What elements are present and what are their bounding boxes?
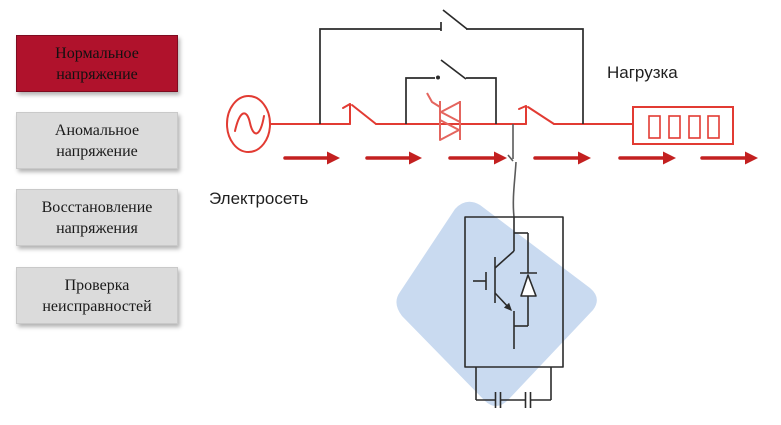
power-flow-arrows	[283, 151, 758, 165]
flow-arrow-icon	[533, 151, 591, 165]
stage-button-label-line1: Аномальное	[54, 121, 140, 139]
bypass-switch-top	[440, 9, 468, 31]
stage-button-label-line2: напряжение	[56, 65, 138, 83]
flow-arrow-icon	[365, 151, 422, 165]
flow-arrow-icon	[700, 151, 758, 165]
thyristor-static-switch-icon	[426, 92, 461, 141]
branch-switch-hook	[507, 154, 514, 162]
stage-button-label-line1: Восстановление	[41, 198, 153, 216]
grid-label: Электросеть	[209, 189, 309, 208]
main-power-line	[226, 95, 734, 153]
load-label: Нагрузка	[607, 63, 678, 82]
stage-button-label-line2: напряжения	[56, 219, 138, 237]
inverter-module	[464, 216, 564, 408]
inverter-highlight-blob	[396, 201, 597, 407]
breaker-switch-right	[518, 105, 555, 125]
inverter-branch-wire	[507, 124, 517, 218]
freewheel-diode-icon	[520, 233, 537, 326]
stage-button-label-line2: неисправностей	[42, 297, 152, 315]
sine-wave-icon	[234, 112, 265, 135]
stage-button-voltage-restore[interactable]: Восстановление напряжения	[16, 189, 178, 246]
bypass-wiring	[319, 9, 584, 124]
stage-button-label-line1: Проверка	[64, 276, 130, 294]
emitter-arrowhead	[503, 302, 512, 311]
load-box	[632, 106, 734, 145]
stage-button-label-line1: Нормальное	[55, 44, 139, 62]
stage-button-label-line2: напряжение	[56, 142, 138, 160]
stage-button-abnormal-voltage[interactable]: Аномальное напряжение	[16, 112, 178, 169]
igbt-icon	[473, 217, 528, 349]
flow-arrow-icon	[618, 151, 676, 165]
ac-source-icon	[226, 95, 271, 153]
bypass-switch-inner	[440, 59, 467, 80]
flow-arrow-icon	[448, 151, 507, 165]
stage-button-normal-voltage[interactable]: Нормальное напряжение	[16, 35, 178, 92]
switch-contact-dot	[436, 75, 440, 80]
dc-bus-capacitors	[475, 367, 552, 408]
breaker-switch-left	[342, 103, 377, 125]
stage-button-fault-check[interactable]: Проверка неисправностей	[16, 267, 178, 324]
flow-arrow-icon	[283, 151, 340, 165]
